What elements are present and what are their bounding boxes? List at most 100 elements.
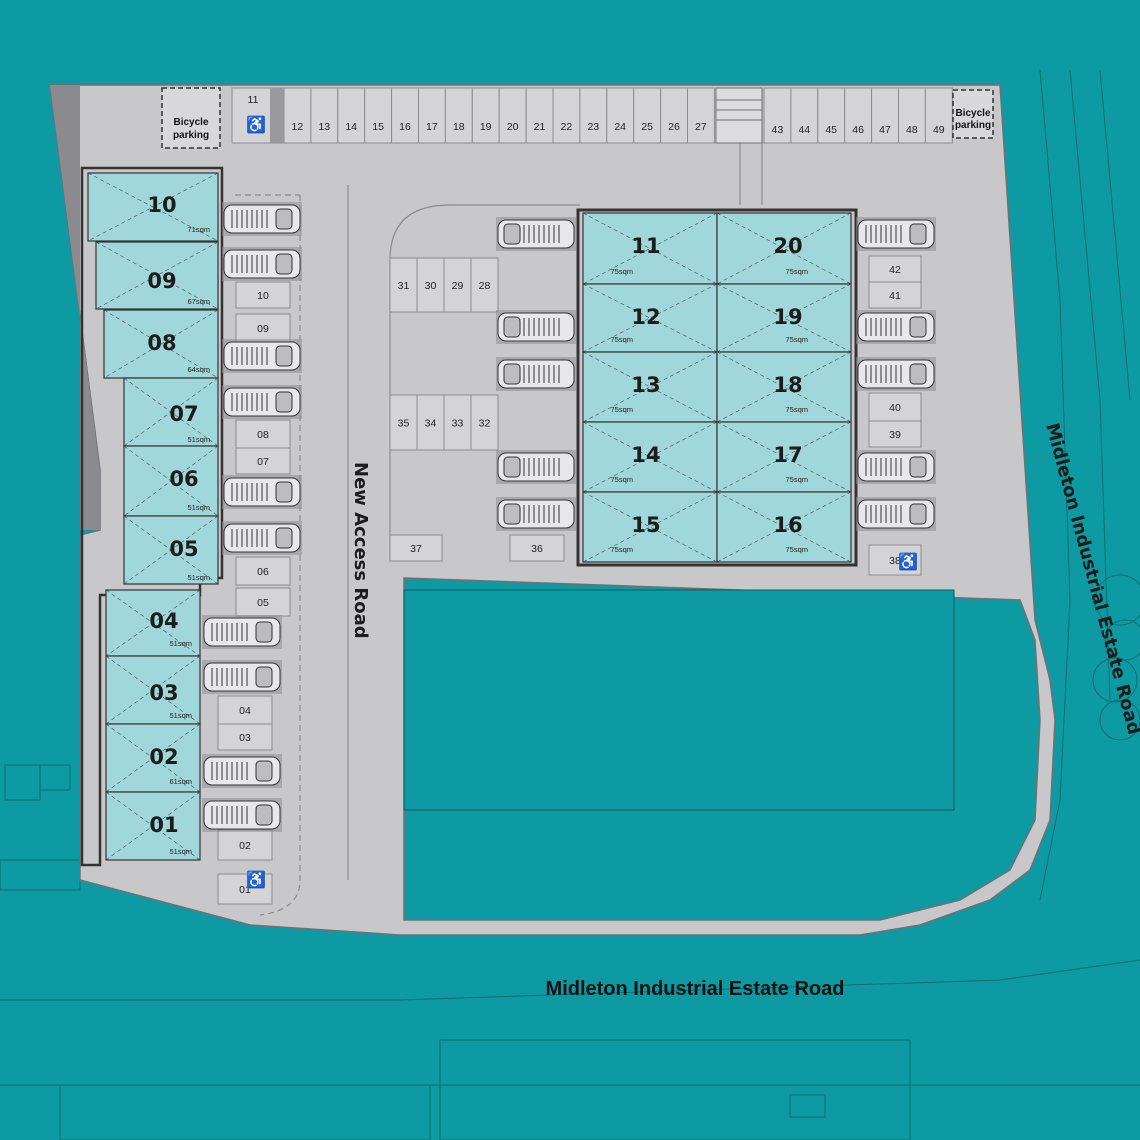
unit-area: 51sqm [187, 435, 210, 444]
unit-14[interactable]: 14 75sqm [582, 421, 718, 493]
unit-11[interactable]: 11 75sqm [582, 212, 718, 285]
parking-bay: 01 [217, 873, 273, 905]
bay-number: 05 [257, 597, 269, 609]
unit-area: 75sqm [610, 267, 633, 276]
unit-area: 61sqm [169, 777, 192, 786]
unit-area: 71sqm [187, 225, 210, 234]
parking-bay [444, 87, 473, 144]
unit-02[interactable]: 02 61sqm [105, 723, 201, 793]
parking-bay [898, 87, 926, 144]
bay-number: 07 [257, 456, 269, 468]
parking-bay [763, 87, 792, 144]
parking-bay [790, 87, 819, 144]
parking-bay [471, 87, 500, 144]
car-icon [222, 202, 302, 236]
unit-number: 06 [169, 467, 198, 491]
parking-bay: 06 [235, 556, 291, 586]
bay-number: 08 [257, 429, 269, 441]
car-icon [856, 217, 936, 251]
unit-area: 67sqm [187, 297, 210, 306]
bay-number: 10 [257, 290, 269, 302]
unit-number: 08 [147, 331, 176, 355]
bay-number: 19 [480, 121, 492, 133]
unit-number: 20 [773, 234, 802, 258]
car-icon [222, 385, 302, 419]
car-icon [856, 497, 936, 531]
unit-area: 75sqm [610, 545, 633, 554]
parking-bay [552, 87, 581, 144]
bay-number: 46 [852, 124, 864, 136]
unit-16[interactable]: 16 75sqm [716, 491, 852, 563]
bicycle-parking-label: parking [955, 120, 991, 131]
unit-area: 75sqm [785, 545, 808, 554]
parking-bay [337, 87, 366, 144]
road-label-new-access: New Access Road [350, 462, 371, 639]
unit-number: 05 [169, 537, 198, 561]
car-icon [496, 217, 576, 251]
parking-bay: 40 [868, 392, 922, 422]
unit-number: 04 [149, 609, 178, 633]
car-icon [222, 521, 302, 555]
parking-bay [579, 87, 608, 144]
bay-number: 21 [534, 121, 546, 133]
parking-bay: 07 [235, 447, 291, 475]
left-units: 1071sqm0967sqm0864sqm0751sqm0651sqm0551s… [80, 166, 224, 867]
bay-number: 02 [239, 840, 251, 852]
wheelchair-icon: ♿ [246, 115, 266, 134]
bay-number: 35 [398, 418, 410, 430]
adjacent-building [403, 589, 955, 811]
unit-area: 51sqm [169, 711, 192, 720]
unit-number: 14 [631, 443, 660, 467]
unit-number: 19 [773, 305, 802, 329]
car-icon [496, 357, 576, 391]
bay-number: 24 [614, 121, 626, 133]
parking-bay [871, 87, 899, 144]
wheelchair-icon: ♿ [246, 870, 266, 889]
bay-number: 33 [452, 418, 464, 430]
unit-number: 12 [631, 305, 660, 329]
bay-number: 14 [345, 121, 357, 133]
car-icon [856, 450, 936, 484]
parking-bay: 29 [443, 257, 472, 313]
vehicles [202, 202, 936, 832]
parking-bay: 02 [217, 829, 273, 861]
unit-number: 02 [149, 745, 178, 769]
unit-area: 75sqm [610, 335, 633, 344]
unit-number: 11 [631, 234, 660, 258]
bay-number: 27 [695, 121, 707, 133]
parking-bay: 03 [217, 723, 273, 751]
unit-12[interactable]: 12 75sqm [582, 283, 718, 353]
left-verge [50, 85, 100, 530]
bay-number: 34 [425, 418, 437, 430]
bay-number: 11 [248, 94, 259, 106]
unit-area: 75sqm [610, 475, 633, 484]
bay-number: 49 [933, 124, 945, 136]
car-icon [856, 310, 936, 344]
bay-number: 06 [257, 566, 269, 578]
bay-number: 37 [410, 543, 422, 555]
parking-bay: 41 [868, 281, 922, 309]
parking-bay [525, 87, 554, 144]
bay-number: 18 [453, 121, 465, 133]
bay-number: 28 [479, 280, 491, 292]
bay-number: 23 [587, 121, 599, 133]
unit-number: 16 [773, 513, 802, 537]
bay-number: 09 [257, 323, 269, 335]
bay-number: 40 [889, 402, 901, 414]
